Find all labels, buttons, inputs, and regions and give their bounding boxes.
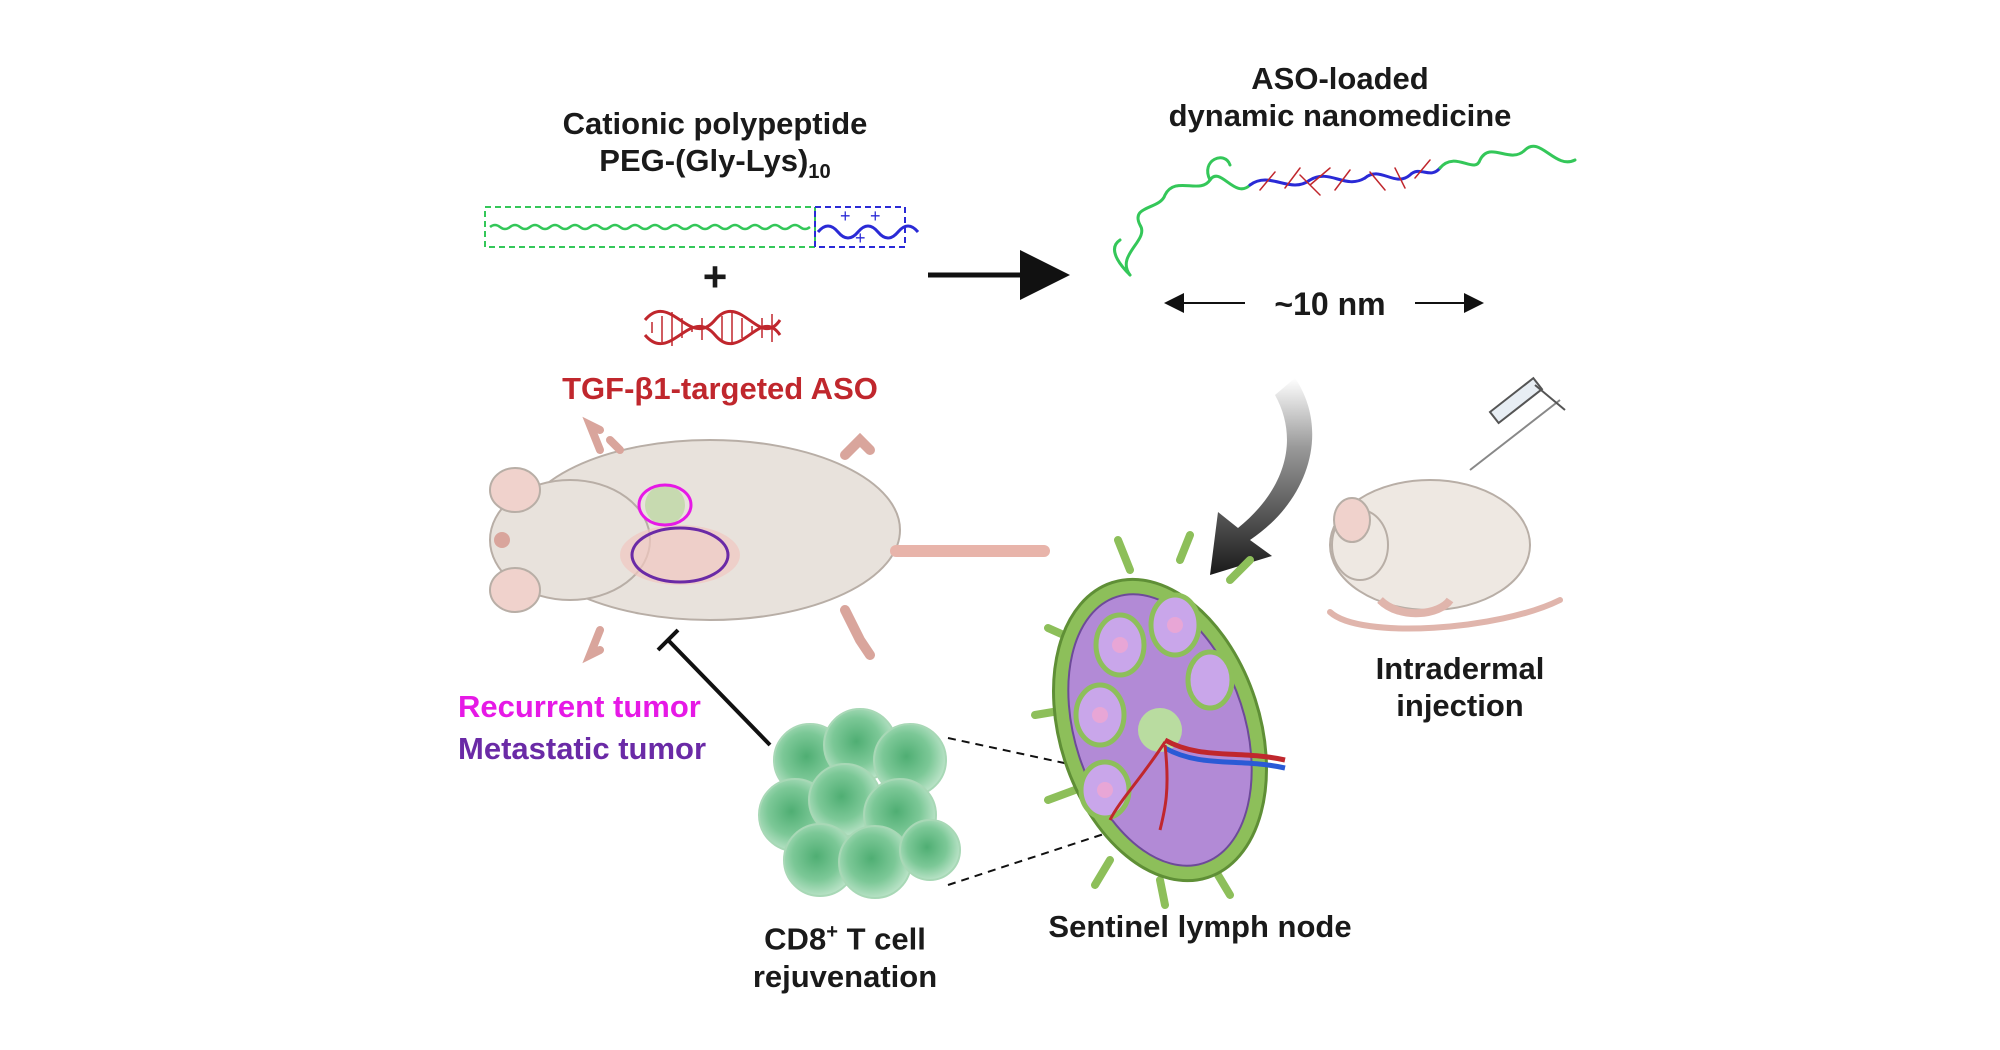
tcell-label: CD8+ T cell rejuvenation	[720, 920, 970, 995]
peg-chain	[489, 223, 811, 231]
polypeptide-formula: PEG-(Gly-Lys)	[599, 143, 809, 179]
nanomedicine-title: ASO-loaded dynamic nanomedicine	[1150, 60, 1530, 134]
nanomedicine-title-line1: ASO-loaded	[1251, 61, 1429, 96]
polypeptide-formula-subscript: 10	[808, 161, 831, 184]
aso-label: TGF-β1-targeted ASO	[562, 371, 878, 406]
connector-dashed-lower	[947, 831, 1111, 886]
polypeptide-title-line1: Cationic polypeptide	[562, 106, 868, 141]
tcell-label-line2: rejuvenation	[752, 958, 938, 994]
size-label: ~10 nm	[1274, 286, 1386, 322]
positive-charge-icon: +	[855, 228, 866, 248]
tcell-label-line1: CD8+ T cell	[720, 920, 970, 958]
nanomedicine-complex	[1113, 144, 1577, 277]
tcell-cluster-illustration	[758, 708, 961, 899]
polypeptide-title-line2: PEG-(Gly-Lys)10	[520, 142, 910, 184]
mouse-injection-illustration	[1327, 376, 1566, 632]
legend-recurrent-tumor: Recurrent tumor	[458, 689, 701, 724]
metastatic-tumor-marker	[630, 526, 730, 584]
polypeptide-title: Cationic polypeptide PEG-(Gly-Lys)10	[520, 105, 910, 185]
legend-metastatic-tumor: Metastatic tumor	[458, 731, 707, 766]
injection-label-line1: Intradermal	[1375, 651, 1545, 686]
lysine-chain	[816, 224, 920, 240]
cd8-superscript: +	[826, 921, 838, 943]
tcell-text: T cell	[837, 921, 926, 957]
injection-label-line2: injection	[1396, 688, 1524, 724]
mouse-supine-illustration	[489, 416, 1050, 664]
injection-label: Intradermal injection	[1350, 650, 1570, 724]
nanomedicine-title-line2: dynamic nanomedicine	[1168, 98, 1512, 134]
positive-charge-icon: +	[870, 206, 881, 226]
recurrent-tumor-marker	[637, 483, 693, 527]
positive-charge-icon: +	[840, 206, 851, 226]
syringe-icon	[1469, 376, 1566, 471]
cd8-text: CD8	[764, 921, 827, 957]
curved-arrow	[1210, 378, 1313, 575]
inhibition-arrow	[656, 628, 772, 747]
lymph-node-label: Sentinel lymph node	[1048, 909, 1352, 944]
plus-sign: +	[702, 253, 728, 300]
lymph-node-illustration	[1031, 531, 1286, 909]
aso-helix-icon	[643, 310, 782, 346]
peg-lys-polypeptide: + + +	[484, 206, 920, 248]
